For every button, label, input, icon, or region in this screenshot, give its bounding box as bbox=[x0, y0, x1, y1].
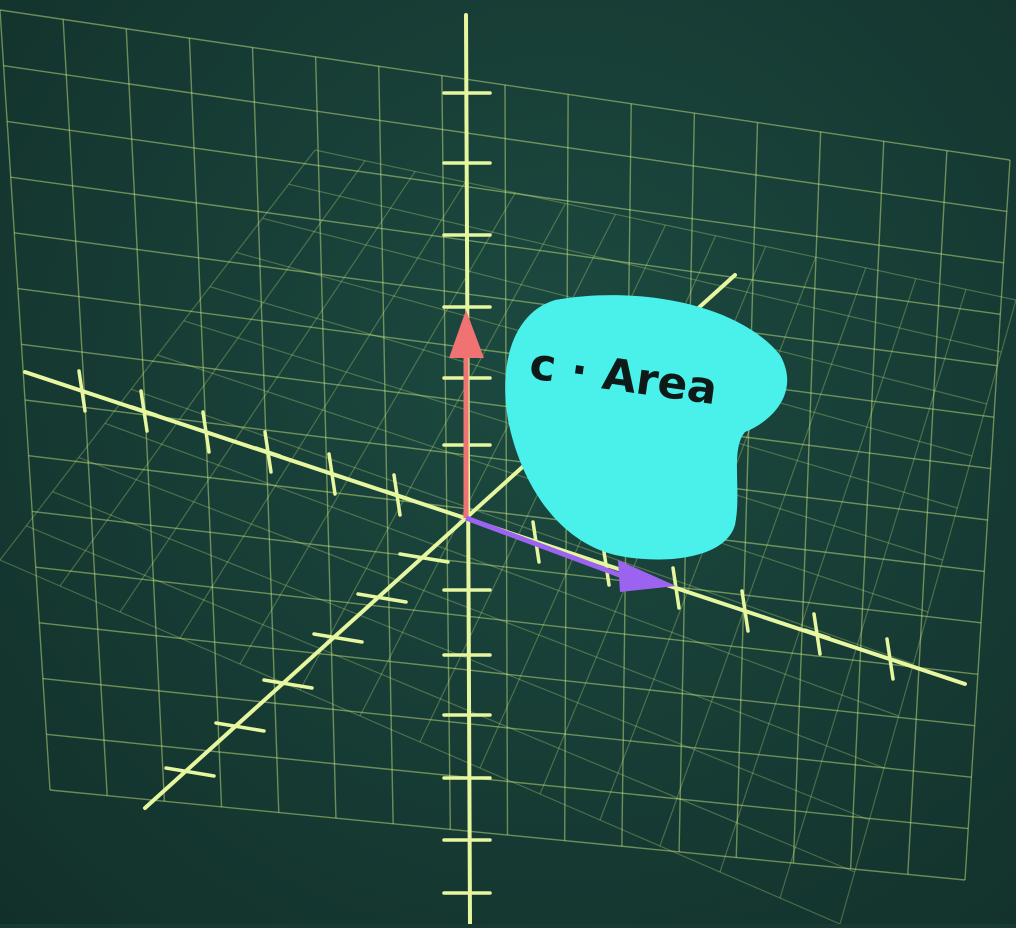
grid-line bbox=[131, 388, 914, 665]
x-axis-tick bbox=[592, 559, 620, 571]
grid-line bbox=[179, 181, 466, 639]
grid-line bbox=[314, 56, 337, 819]
grid-line bbox=[378, 66, 394, 824]
grid-line bbox=[0, 9, 51, 791]
grid-line bbox=[907, 150, 948, 875]
grid-line bbox=[719, 278, 917, 873]
grid-line bbox=[35, 566, 978, 675]
grid-line bbox=[239, 192, 516, 665]
z-axis-tick bbox=[262, 678, 314, 690]
grid-line bbox=[314, 149, 1016, 301]
grid-line bbox=[104, 422, 899, 717]
x-axis-tick bbox=[876, 653, 904, 665]
grid-line bbox=[659, 267, 867, 847]
x-axis-tick bbox=[254, 446, 282, 458]
horizontal-vector bbox=[465, 515, 626, 580]
grid-line bbox=[251, 47, 280, 813]
axis-ticks bbox=[68, 91, 904, 895]
grid-line bbox=[39, 622, 975, 727]
x-axis-tick bbox=[383, 489, 411, 501]
grid-line bbox=[839, 299, 1016, 925]
grid-line bbox=[792, 131, 822, 864]
grid-line bbox=[3, 65, 1007, 213]
grid-line bbox=[288, 183, 1002, 353]
grid-line bbox=[504, 84, 509, 836]
x-axis-tick bbox=[68, 385, 96, 397]
x-axis-tick bbox=[130, 405, 158, 417]
grid-line bbox=[779, 289, 967, 899]
grid-line bbox=[59, 160, 366, 587]
z-axis-tick bbox=[356, 592, 408, 604]
grid-line bbox=[49, 789, 966, 881]
z-axis-tick bbox=[214, 721, 266, 733]
grid-line bbox=[964, 159, 1011, 881]
grid-line bbox=[299, 203, 566, 691]
horizontal-vector-arrowhead bbox=[618, 560, 676, 592]
grid-line bbox=[10, 176, 1001, 315]
grid-line bbox=[24, 399, 988, 521]
z-axis-tick bbox=[312, 632, 364, 644]
grid-line bbox=[849, 141, 885, 869]
grid-line bbox=[46, 733, 969, 830]
area-region bbox=[505, 295, 788, 560]
vertical-vector-arrowhead bbox=[449, 310, 484, 358]
grid-line bbox=[14, 232, 998, 367]
grid-line bbox=[7, 120, 1004, 264]
back-grid-plane bbox=[0, 9, 1011, 881]
grid-line bbox=[441, 75, 452, 830]
z-axis-tick bbox=[164, 766, 216, 778]
x-axis-tick bbox=[192, 426, 220, 438]
x-axis-tick bbox=[731, 605, 759, 617]
grid-line bbox=[32, 510, 982, 624]
grid-line bbox=[735, 122, 759, 858]
grid-line bbox=[21, 343, 991, 470]
grid-line bbox=[42, 677, 972, 778]
grid-line bbox=[119, 171, 416, 613]
grid-line bbox=[28, 455, 985, 573]
grid-line bbox=[78, 456, 885, 769]
z-axis-tick bbox=[398, 552, 450, 564]
grid-line bbox=[0, 149, 316, 561]
x-axis-tick bbox=[803, 628, 831, 640]
x-axis-tick bbox=[318, 468, 346, 480]
grid-line bbox=[26, 525, 855, 873]
grid-line bbox=[0, 559, 841, 925]
grid-line bbox=[0, 9, 1011, 161]
grid-line bbox=[17, 287, 995, 418]
